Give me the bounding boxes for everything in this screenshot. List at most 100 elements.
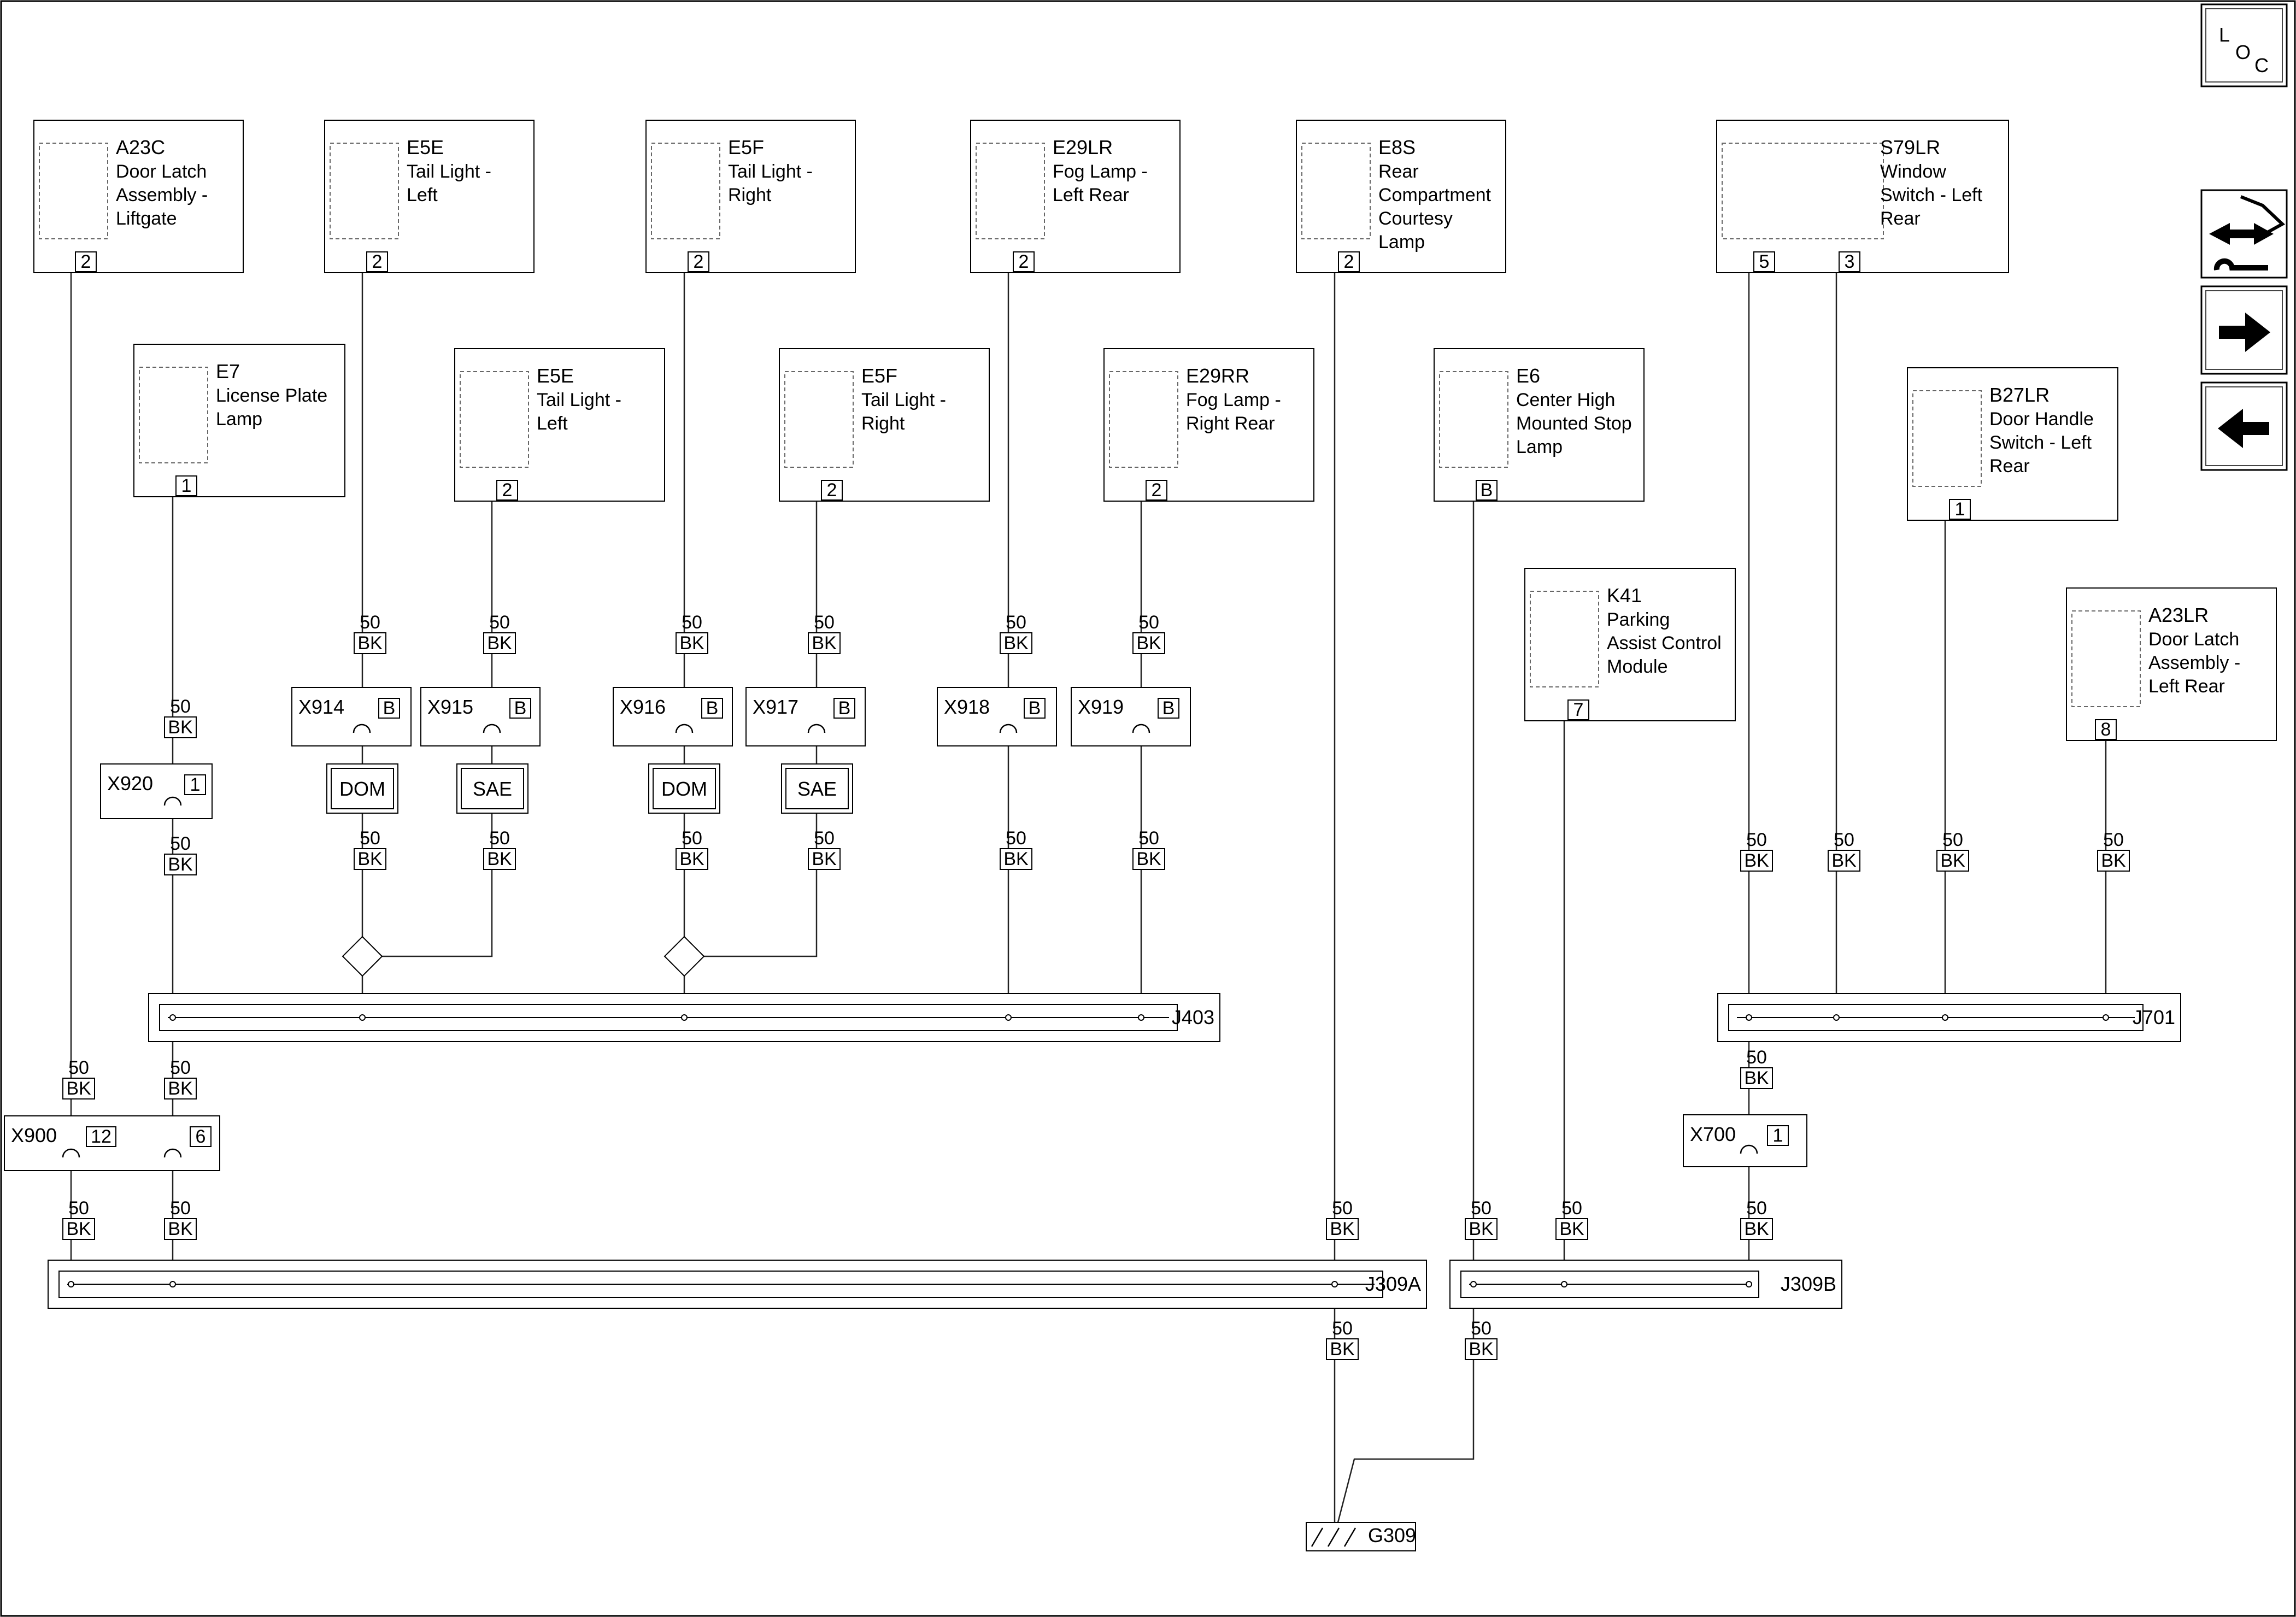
component-name: Left	[537, 413, 568, 434]
navigation-buttons: LOC	[2200, 3, 2288, 471]
connector-id: X916	[620, 696, 666, 718]
component-name: Right	[861, 413, 905, 434]
ground-G309	[1306, 1522, 1416, 1551]
pin-label-box	[1013, 251, 1035, 272]
wire-color: BK	[2101, 850, 2126, 871]
circuit-number: 50	[1332, 1318, 1353, 1339]
loc-letter-c: C	[2254, 54, 2269, 77]
splice-id: J309B	[1781, 1273, 1836, 1295]
component-name: Door Latch	[116, 161, 207, 182]
component-id: B27LR	[1989, 384, 2050, 406]
component-name: Switch - Left	[1989, 432, 2092, 453]
terminal-arc	[807, 724, 826, 733]
splice-node	[2103, 1014, 2109, 1021]
component-id: K41	[1607, 584, 1642, 607]
terminal-arc	[1740, 1144, 1758, 1154]
wire-color: BK	[1940, 850, 1965, 871]
terminal-arc	[62, 1148, 80, 1158]
wire-color-box	[676, 848, 708, 870]
connector-icon	[2209, 223, 2274, 245]
circuit-number: 50	[1746, 1047, 1767, 1068]
pin-label: 2	[694, 251, 704, 272]
component-id: E29LR	[1053, 136, 1113, 158]
component-symbol	[39, 143, 108, 239]
component-symbol	[976, 143, 1045, 239]
connector-pin: B	[514, 698, 527, 719]
component-id: E5F	[861, 364, 897, 387]
connector-id: X919	[1078, 696, 1124, 718]
connector-pin-box	[833, 698, 855, 719]
option-inner	[653, 768, 716, 809]
pin-label: B	[1481, 480, 1493, 501]
splice-id: J701	[2133, 1006, 2175, 1028]
location-view-inner	[2205, 8, 2283, 83]
pin-label-box	[2095, 719, 2117, 740]
ground-id: G309	[1368, 1524, 1416, 1547]
wire-color: BK	[1744, 850, 1769, 871]
splice-node	[1561, 1281, 1567, 1287]
wire-color-box	[1936, 850, 1969, 872]
connector-id: X900	[11, 1124, 57, 1146]
splice-node	[1746, 1281, 1752, 1287]
wire-color-box	[164, 1218, 197, 1240]
connector-pin: B	[706, 698, 719, 719]
pin-label-box	[1567, 699, 1589, 720]
wire-color-box	[1740, 850, 1773, 872]
circuit-number: 50	[360, 612, 380, 633]
wire-color: BK	[1744, 1219, 1769, 1239]
component-name: Module	[1607, 656, 1668, 677]
ground-hatch	[1327, 1527, 1340, 1547]
splice-node	[1470, 1281, 1477, 1287]
pin-label: 2	[1344, 251, 1354, 272]
pin-label: 2	[1019, 251, 1029, 272]
component-symbol	[330, 143, 399, 239]
pin-label: 1	[1955, 499, 1965, 520]
circuit-number: 50	[170, 1057, 191, 1078]
connector-pin-box	[1767, 1125, 1789, 1146]
wire-color: BK	[66, 1219, 91, 1239]
wire-color: BK	[357, 633, 383, 654]
connector-pin-box	[1158, 698, 1179, 719]
terminal-arc	[353, 724, 371, 733]
component-name: Tail Light -	[728, 161, 813, 182]
connector-pin: B	[1162, 698, 1175, 719]
connector-pin: 12	[91, 1126, 111, 1147]
pin-label-box	[1476, 480, 1498, 501]
wire-color-box	[1132, 632, 1165, 654]
splice-node	[68, 1281, 74, 1287]
wrench-icon	[2213, 258, 2268, 271]
pin-label-box	[366, 251, 388, 272]
wire-color-box	[1326, 1338, 1359, 1360]
wire-color: BK	[168, 1219, 193, 1239]
component-id: E6	[1516, 364, 1540, 387]
wire-color-box	[1828, 850, 1860, 872]
wire-color: BK	[1744, 1068, 1769, 1089]
circuit-number: 50	[170, 833, 191, 854]
circuit-number: 50	[1332, 1198, 1353, 1219]
component-name: Tail Light -	[407, 161, 491, 182]
connector-pin: B	[383, 698, 396, 719]
wire-color-box	[354, 848, 386, 870]
component-name: Assist Control	[1607, 633, 1722, 654]
component-id: E5E	[407, 136, 444, 158]
wire-color-box	[483, 632, 516, 654]
wire-color: BK	[487, 849, 512, 869]
wire-color-box	[164, 1078, 197, 1099]
component-name: Rear	[1989, 456, 2030, 477]
circuit-number: 50	[2103, 830, 2124, 850]
pin-label-box	[75, 251, 97, 272]
component-name: Right	[728, 185, 772, 205]
circuit-number: 50	[814, 828, 835, 849]
splice-node	[359, 1014, 366, 1021]
circuit-number: 50	[360, 828, 380, 849]
arrow-right-icon	[2219, 313, 2270, 352]
component-symbol	[1530, 591, 1599, 687]
pin-label-box	[821, 480, 843, 501]
ground-hatch	[1311, 1527, 1324, 1547]
circuit-number: 50	[1138, 612, 1159, 633]
circuit-number: 50	[1471, 1198, 1491, 1219]
connector-pin-box	[86, 1126, 116, 1147]
component-id: A23LR	[2148, 604, 2209, 626]
wire-color-box	[1740, 1218, 1773, 1240]
